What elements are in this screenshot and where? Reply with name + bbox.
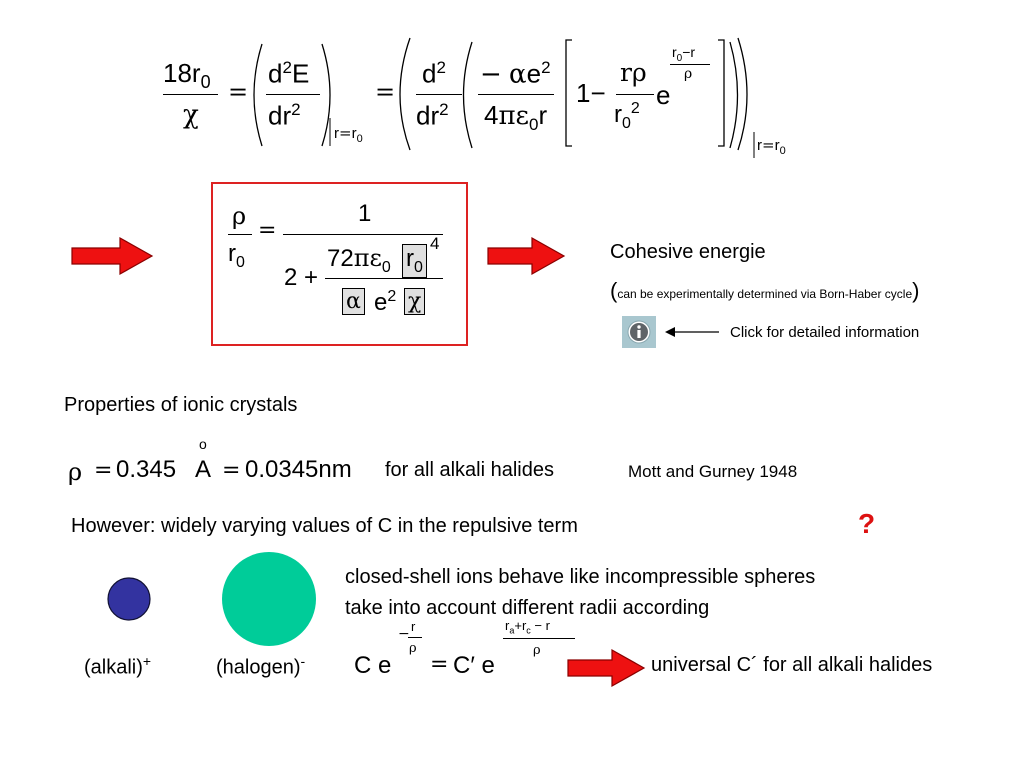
closed-shell-line-2: take into account different radii accord…	[345, 597, 710, 619]
eq1-frac-denominator: r02	[614, 100, 640, 132]
eq2-numerator-one: 1	[358, 200, 372, 227]
c-prime-right: C′ e	[453, 652, 495, 679]
eq1-frac-numerator: rρ	[620, 58, 647, 87]
eq1-evaluation-1: r=r0	[334, 124, 363, 145]
eq1-inner-denominator: 4πε0r	[484, 100, 548, 135]
eq2-two-plus: 2 +	[284, 264, 319, 291]
left-arrow	[71, 236, 154, 276]
eq2-lhs-numerator: ρ	[232, 202, 247, 230]
eq2-alpha-highlight: α	[342, 288, 365, 315]
eq2-exponent-4: 4	[430, 234, 440, 253]
mott-gurney-reference: Mott and Gurney 1948	[628, 462, 798, 481]
eq1-inner-numerator: − αe2	[480, 58, 551, 90]
eq1-exp-denominator: ρ	[684, 66, 693, 82]
eq1-d2-numerator: d2	[422, 58, 446, 89]
exp2-numerator: ra+rc − r	[505, 618, 550, 636]
question-mark: ?	[858, 508, 876, 539]
closed-shell-line-1: closed-shell ions behave like incompress…	[345, 566, 816, 588]
middle-arrow	[487, 236, 566, 276]
cohesive-energie-title: Cohesive energie	[610, 241, 766, 263]
for-all-alkali-text: for all alkali halides	[385, 459, 554, 481]
c-equals: =	[430, 652, 449, 677]
eq2-chi-highlight: χ	[404, 288, 426, 315]
angstrom-unit: A	[195, 456, 212, 483]
exp2-denominator: ρ	[533, 643, 541, 658]
rho-value-nm: 0.0345nm	[245, 456, 352, 483]
eq1-lhs-denominator: χ	[183, 100, 199, 130]
eq2-lhs-denominator: r0	[228, 240, 245, 271]
rho-equals-1: =	[94, 458, 113, 483]
halogen-ion-circle	[222, 552, 316, 646]
eq1-evaluation-2: r=r0	[757, 136, 786, 157]
eq1-equals-1: =	[228, 78, 249, 106]
eq2-e-squared: e2	[374, 288, 397, 316]
alkali-label: (alkali)+	[84, 653, 152, 679]
exp1-numerator: r	[411, 619, 416, 634]
c-left: C e	[354, 652, 392, 679]
however-text: However: widely varying values of C in t…	[71, 515, 578, 537]
rho-equation-box	[211, 182, 468, 346]
universal-c-text: universal C´ for all alkali halides	[651, 654, 933, 676]
info-pointer-arrow-icon	[665, 327, 719, 337]
rho-symbol: ρ	[68, 458, 83, 486]
exp1-minus: −	[398, 626, 410, 642]
eq1-exp-base: e	[656, 80, 671, 110]
properties-heading: Properties of ionic crystals	[64, 394, 298, 416]
cohesive-note: (can be experimentally determined via Bo…	[610, 278, 920, 303]
info-button[interactable]	[622, 316, 656, 348]
info-icon	[627, 320, 651, 344]
eq1-lhs-numerator: 18r0	[163, 58, 211, 93]
eq1-equals-2: =	[375, 78, 396, 106]
eq2-equals: =	[258, 218, 277, 243]
equation-1-brackets	[253, 37, 755, 158]
angstrom-ring: o	[199, 436, 207, 452]
eq1-one-minus: 1−	[576, 78, 606, 108]
eq1-exp-numerator: r0−r	[672, 44, 696, 64]
eq1-deriv-denominator: dr2	[268, 100, 301, 131]
eq2-sub-numerator: 72πε0	[327, 244, 391, 276]
rho-value-angstrom: 0.345	[116, 456, 177, 483]
eq1-deriv-numerator: d2E	[268, 58, 310, 89]
halogen-label: (halogen)-	[216, 653, 306, 679]
bottom-arrow	[567, 648, 646, 688]
alkali-ion-circle	[107, 577, 151, 621]
eq2-r0-highlight: r0	[402, 244, 427, 278]
eq1-d2-denominator: dr2	[416, 100, 449, 131]
exp1-denominator: ρ	[409, 641, 417, 656]
rho-equals-2: =	[222, 458, 241, 483]
info-link-text[interactable]: Click for detailed information	[730, 324, 920, 341]
